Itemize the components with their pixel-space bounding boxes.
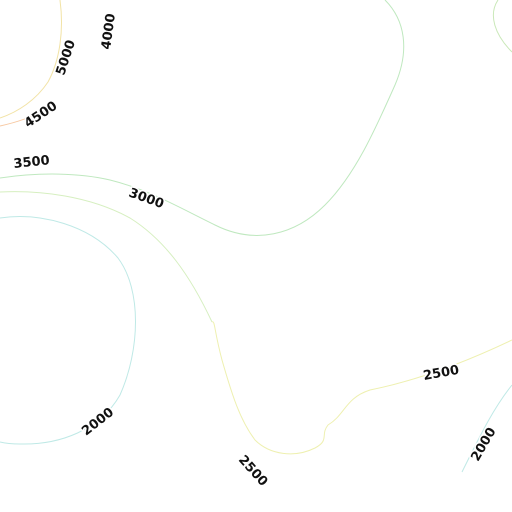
contour-line-3500	[0, 191, 213, 323]
contour-label-4000: 4000	[99, 13, 119, 51]
contour-line-2000-b	[461, 384, 512, 473]
contour-line-4000	[493, 0, 512, 53]
contour-label-3500: 3500	[13, 153, 51, 172]
contour-line-4500	[0, 109, 45, 127]
contour-line-3000	[0, 0, 405, 236]
contour-line-2000	[0, 216, 136, 445]
contour-line-5000	[0, 0, 62, 119]
contour-line-2500	[211, 321, 512, 455]
